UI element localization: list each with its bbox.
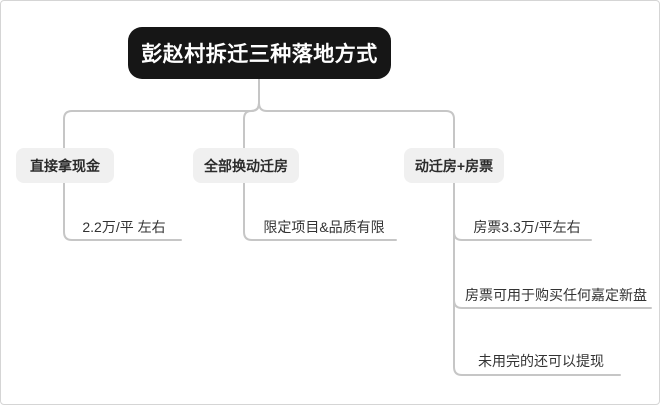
leaf-node-ticket-cashout[interactable]: 未用完的还可以提现 <box>478 353 604 369</box>
connector-root-to-branch-1 <box>63 78 260 149</box>
leaf-node-ticket-price[interactable]: 房票3.3万/平左右 <box>473 219 581 235</box>
leaf-node-ticket-usage[interactable]: 房票可用于购买任何嘉定新盘 <box>465 287 647 303</box>
branch-node-cash[interactable]: 直接拿现金 <box>16 148 114 183</box>
leaf-node-limited-projects[interactable]: 限定项目&品质有限 <box>263 219 385 235</box>
root-node[interactable]: 彭赵村拆迁三种落地方式 <box>128 27 391 79</box>
connector-root-to-branch-3 <box>258 78 455 149</box>
connector-root-to-branch-2 <box>243 78 260 149</box>
branch-node-relocation-housing[interactable]: 全部换动迁房 <box>193 148 299 183</box>
branch-node-housing-plus-ticket[interactable]: 动迁房+房票 <box>404 148 504 183</box>
leaf-node-cash-price[interactable]: 2.2万/平 左右 <box>82 219 166 235</box>
connector-branch-3-child-3 <box>453 182 621 376</box>
